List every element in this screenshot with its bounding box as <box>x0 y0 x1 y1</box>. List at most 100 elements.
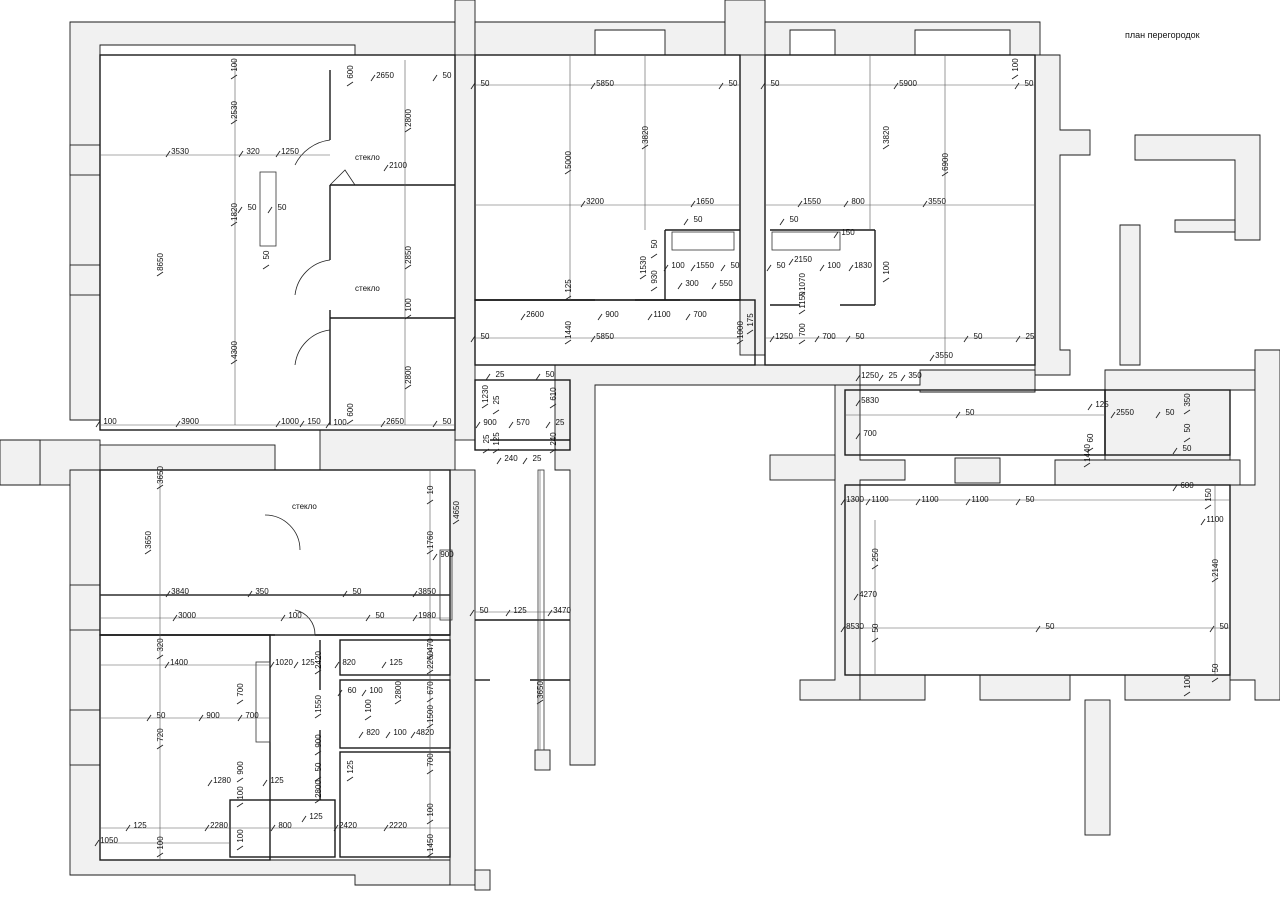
dimension-label: 100 <box>103 417 117 426</box>
dimension-tick <box>236 845 244 851</box>
dimension-label: 1820 <box>230 203 239 221</box>
dimension-label: 1100 <box>1206 515 1224 524</box>
dimension-label: 2140 <box>1211 559 1220 577</box>
dimension-label: 50 <box>248 203 257 212</box>
dimension-label: 50 <box>443 417 452 426</box>
dimension-label: 1100 <box>871 495 889 504</box>
dimension-tick <box>342 590 348 598</box>
dimension-label: 60 <box>1086 433 1095 442</box>
dimension-tick <box>1172 447 1178 455</box>
dimension-label: 25 <box>556 418 565 427</box>
dimension-label: 25 <box>533 454 542 463</box>
dimension-label: 1020 <box>275 658 293 667</box>
dimension-tick <box>383 164 389 172</box>
dimension-tick <box>175 420 181 428</box>
dimension-label: 25 <box>482 434 491 443</box>
dimension-tick <box>280 614 286 622</box>
dimension-tick <box>1211 677 1219 683</box>
dimension-label: 700 <box>798 323 807 337</box>
dimension-label: 50 <box>856 332 865 341</box>
dimension-label: 100 <box>369 686 383 695</box>
dimension-tick <box>314 798 322 804</box>
dimension-tick <box>346 81 354 87</box>
dimension-tick <box>314 750 322 756</box>
dimension-label: 1550 <box>314 695 323 713</box>
dimension-label: 50 <box>157 711 166 720</box>
dimension-tick <box>230 119 238 125</box>
dimension-label: 250 <box>871 548 880 562</box>
dimension-label: 700 <box>863 429 877 438</box>
dimension-label: 25 <box>496 370 505 379</box>
dimension-tick <box>1014 82 1020 90</box>
dimension-tick <box>198 714 204 722</box>
dimension-tick <box>900 374 906 382</box>
dimension-label: 3820 <box>641 126 650 144</box>
dimension-label: 125 <box>133 821 147 830</box>
dimension-label: 1530 <box>639 256 648 274</box>
dimension-tick <box>545 421 551 429</box>
dimension-tick <box>207 779 213 787</box>
dimension-tick <box>647 313 653 321</box>
dimension-label: 1000 <box>736 321 745 339</box>
dimension-tick <box>475 421 481 429</box>
dimension-label: 100 <box>288 611 302 620</box>
dimension-tick <box>641 144 649 150</box>
dimension-label: 50 <box>278 203 287 212</box>
glass-label: стекло <box>292 502 317 511</box>
dimension-label: 4270 <box>859 590 877 599</box>
dimension-tick <box>819 264 825 272</box>
dimension-tick <box>481 403 489 409</box>
dimension-tick <box>469 609 475 617</box>
dimension-label: 8530 <box>846 622 864 631</box>
dimension-tick <box>94 839 100 847</box>
dimension-label: 820 <box>366 728 380 737</box>
dimension-tick <box>1183 409 1191 415</box>
dimension-label: 175 <box>746 313 755 327</box>
dimension-tick <box>482 448 490 454</box>
dimension-label: 50 <box>546 370 555 379</box>
dimension-tick <box>432 74 438 82</box>
dimension-label: 150 <box>307 417 321 426</box>
dimension-tick <box>404 314 412 320</box>
dimension-label: 3650 <box>156 466 165 484</box>
dimension-tick <box>711 282 717 290</box>
dimension-label: 1550 <box>696 261 714 270</box>
dimension-label: 700 <box>236 683 245 697</box>
dimension-label: 100 <box>156 836 165 850</box>
dimension-label: 50 <box>694 215 703 224</box>
dimension-tick <box>1211 577 1219 583</box>
dimension-label: 100 <box>333 418 347 427</box>
dimension-label: 4650 <box>452 501 461 519</box>
dimension-tick <box>1086 447 1094 453</box>
dimension-tick <box>426 723 434 729</box>
dimension-tick <box>385 731 391 739</box>
dimension-tick <box>564 169 572 175</box>
dimension-tick <box>262 264 270 270</box>
dimension-tick <box>855 374 861 382</box>
dimension-tick <box>238 150 244 158</box>
dimension-label: 550 <box>719 279 733 288</box>
dimension-tick <box>720 264 726 272</box>
dimension-tick <box>871 564 879 570</box>
dimension-tick <box>262 779 268 787</box>
dimension-label: 1070 <box>798 273 807 291</box>
dimension-label: 125 <box>389 658 403 667</box>
dimension-label: 5850 <box>596 79 614 88</box>
dimension-tick <box>1110 411 1116 419</box>
dimension-label: 2800 <box>404 109 413 127</box>
dimension-label: 1100 <box>653 310 671 319</box>
dimension-label: 570 <box>516 418 530 427</box>
dimension-label: 3840 <box>171 587 189 596</box>
dimension-label: 50 <box>1026 495 1035 504</box>
dimension-label: 8650 <box>156 253 165 271</box>
dimension-label: 100 <box>1183 675 1192 689</box>
dimension-label: 100 <box>671 261 685 270</box>
dimension-label: 610 <box>549 387 558 401</box>
dimension-label: 900 <box>206 711 220 720</box>
dimension-label: 100 <box>364 699 373 713</box>
dimension-tick <box>1035 625 1041 633</box>
dimension-tick <box>639 274 647 280</box>
dimension-tick <box>915 498 921 506</box>
dimension-label: 150 <box>1204 488 1213 502</box>
